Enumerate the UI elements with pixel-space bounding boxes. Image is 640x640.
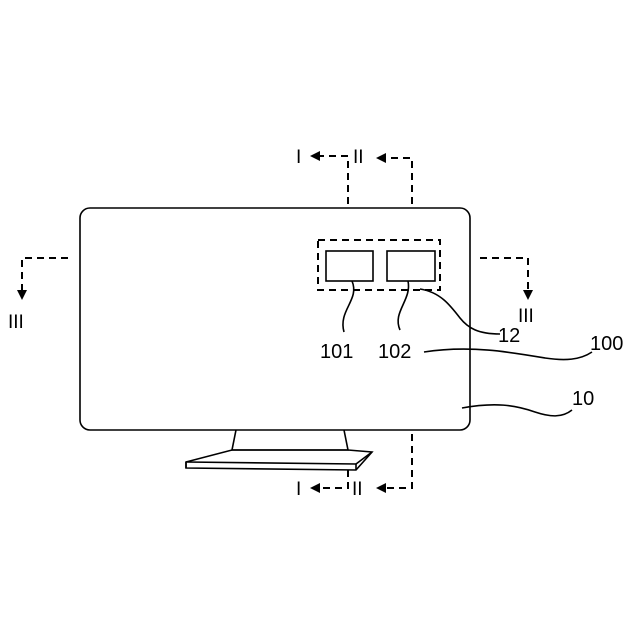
leader-12 [420,289,500,334]
sensor-group-outline [318,240,440,290]
label-101: 101 [320,341,353,363]
section-line-bottom-I [312,470,348,488]
leader-101 [343,281,354,332]
section-mark-top-I: I [296,147,301,168]
leader-100 [424,349,592,359]
section-line-top-I [312,156,348,204]
section-mark-top-II: II [353,147,364,168]
sensor-b-box [387,251,435,281]
section-mark-right-III: III [518,306,534,327]
section-line-left-III [22,258,68,298]
section-mark-left-III: III [8,312,24,333]
sensor-a-box [326,251,373,281]
leader-10 [462,405,572,416]
section-mark-bottom-I: I [296,479,301,500]
label-10: 10 [572,388,594,410]
label-12: 12 [498,325,520,347]
section-mark-bottom-II: II [352,479,363,500]
section-line-bottom-II [378,434,412,488]
label-102: 102 [378,341,411,363]
display-housing [80,208,470,430]
stand-base [186,450,372,470]
label-100: 100 [590,333,623,355]
section-line-top-II [378,158,412,204]
leader-102 [398,281,408,330]
section-line-right-III [480,258,528,298]
stand-neck [232,430,348,450]
